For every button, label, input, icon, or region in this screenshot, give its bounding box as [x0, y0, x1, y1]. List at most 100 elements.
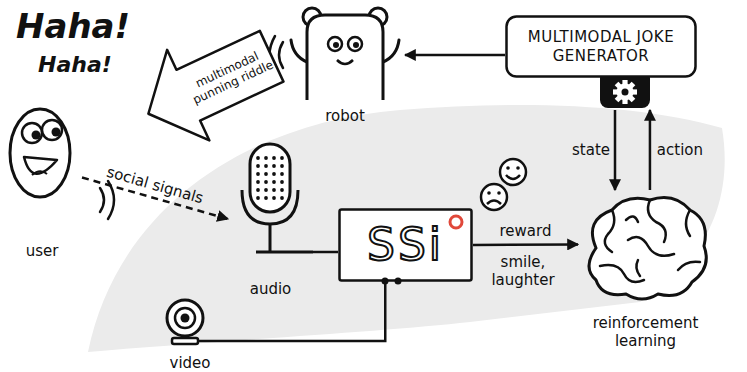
user-figure: user: [2, 95, 82, 260]
laughter-text: Haha!: [38, 52, 112, 78]
art-part: [626, 216, 638, 222]
connector: [614, 110, 617, 190]
art-part: [250, 144, 290, 212]
face-eye: [516, 166, 520, 170]
art-part: [272, 164, 276, 168]
art-part: [264, 156, 268, 160]
art-part: [256, 196, 260, 200]
figure-caption: robot: [285, 107, 405, 125]
art-part: [264, 196, 268, 200]
art-part: [337, 60, 353, 64]
art-part: [280, 196, 284, 200]
face-frown: [487, 201, 501, 205]
art-part: [272, 180, 276, 184]
art-part: [600, 200, 700, 282]
user-figure-art: [2, 95, 82, 260]
art-part: [280, 188, 284, 192]
art-part: [686, 210, 690, 236]
art-part: [628, 237, 674, 256]
art-part: [22, 123, 42, 143]
edge-label: social signals: [105, 163, 206, 208]
generator-box: MULTIMODAL JOKE GENERATOR: [505, 15, 697, 110]
art-part: [280, 172, 284, 176]
happy-face: [500, 159, 526, 185]
art-part: [383, 40, 399, 62]
brain-figure: reinforcement learning: [578, 190, 713, 350]
art-part: [272, 196, 276, 200]
art-part: [175, 308, 195, 328]
art-part: [269, 224, 272, 252]
gray-swoosh: [88, 105, 725, 352]
art-part: [10, 109, 70, 197]
connector: [405, 54, 505, 57]
art-part: [291, 40, 307, 62]
art-part: [264, 180, 268, 184]
art-part: [307, 15, 383, 100]
figure-caption: reinforcement learning: [578, 314, 713, 350]
face-outline: [500, 159, 526, 185]
art-part: [264, 164, 268, 168]
sound-wave: [100, 188, 104, 212]
art-part: [42, 120, 62, 140]
edge-label: reward: [500, 222, 552, 240]
face-smile: [506, 175, 520, 179]
art-part: [198, 340, 230, 343]
art-part: [127, 11, 293, 159]
riddle-arrow: multimodal punning riddle: [140, 30, 280, 140]
sound-wave: [108, 181, 114, 219]
sound-wave: [279, 42, 283, 68]
art-part: [52, 128, 61, 137]
face-eye: [487, 191, 491, 195]
art-part: [617, 84, 634, 101]
connector: [230, 282, 385, 341]
art-part: [589, 198, 706, 299]
art-part: [256, 180, 260, 184]
art-part: [605, 210, 614, 252]
connector: [313, 251, 338, 254]
art-part: [622, 89, 629, 96]
sad-face: [481, 184, 507, 210]
art-part: [648, 200, 666, 242]
art-part: [613, 80, 637, 104]
art-part: [264, 172, 268, 176]
face-outline: [481, 184, 507, 210]
art-part: [348, 37, 362, 51]
edge-label: state: [572, 141, 610, 159]
art-part: [272, 156, 276, 160]
art-part: [353, 42, 359, 48]
box-title: MULTIMODAL JOKE GENERATOR: [505, 15, 697, 78]
art-part: [328, 37, 342, 51]
connector: [473, 243, 578, 246]
art-part: [256, 188, 260, 192]
art-part: [382, 278, 389, 285]
art-part: [333, 42, 339, 48]
art-part: [280, 164, 284, 168]
laughter-text: Haha!: [16, 6, 130, 46]
face-eye: [506, 166, 510, 170]
ssi-box: SSi: [338, 208, 473, 282]
art-part: [256, 164, 260, 168]
art-part: [181, 314, 190, 323]
robot-figure: robot: [285, 0, 405, 125]
art-part: [450, 216, 462, 228]
art-part: [256, 172, 260, 176]
microphone-figure: audio: [228, 140, 313, 298]
figure-caption: user: [2, 242, 82, 260]
webcam-figure: video: [150, 298, 230, 372]
art-part: [280, 156, 284, 160]
art-part: [272, 172, 276, 176]
art-part: [272, 188, 276, 192]
figure-caption: video: [150, 354, 230, 372]
art-part: [395, 278, 402, 285]
art-part: [636, 260, 640, 276]
robot-figure-art: [285, 0, 405, 125]
art-part: [280, 180, 284, 184]
edge-label: action: [657, 141, 703, 159]
connector: [649, 110, 652, 190]
signal-label: smile, laughter: [478, 253, 568, 289]
logo-text: SSi: [338, 208, 473, 282]
art-part: [256, 251, 313, 254]
microphone-figure-art: [228, 140, 313, 298]
